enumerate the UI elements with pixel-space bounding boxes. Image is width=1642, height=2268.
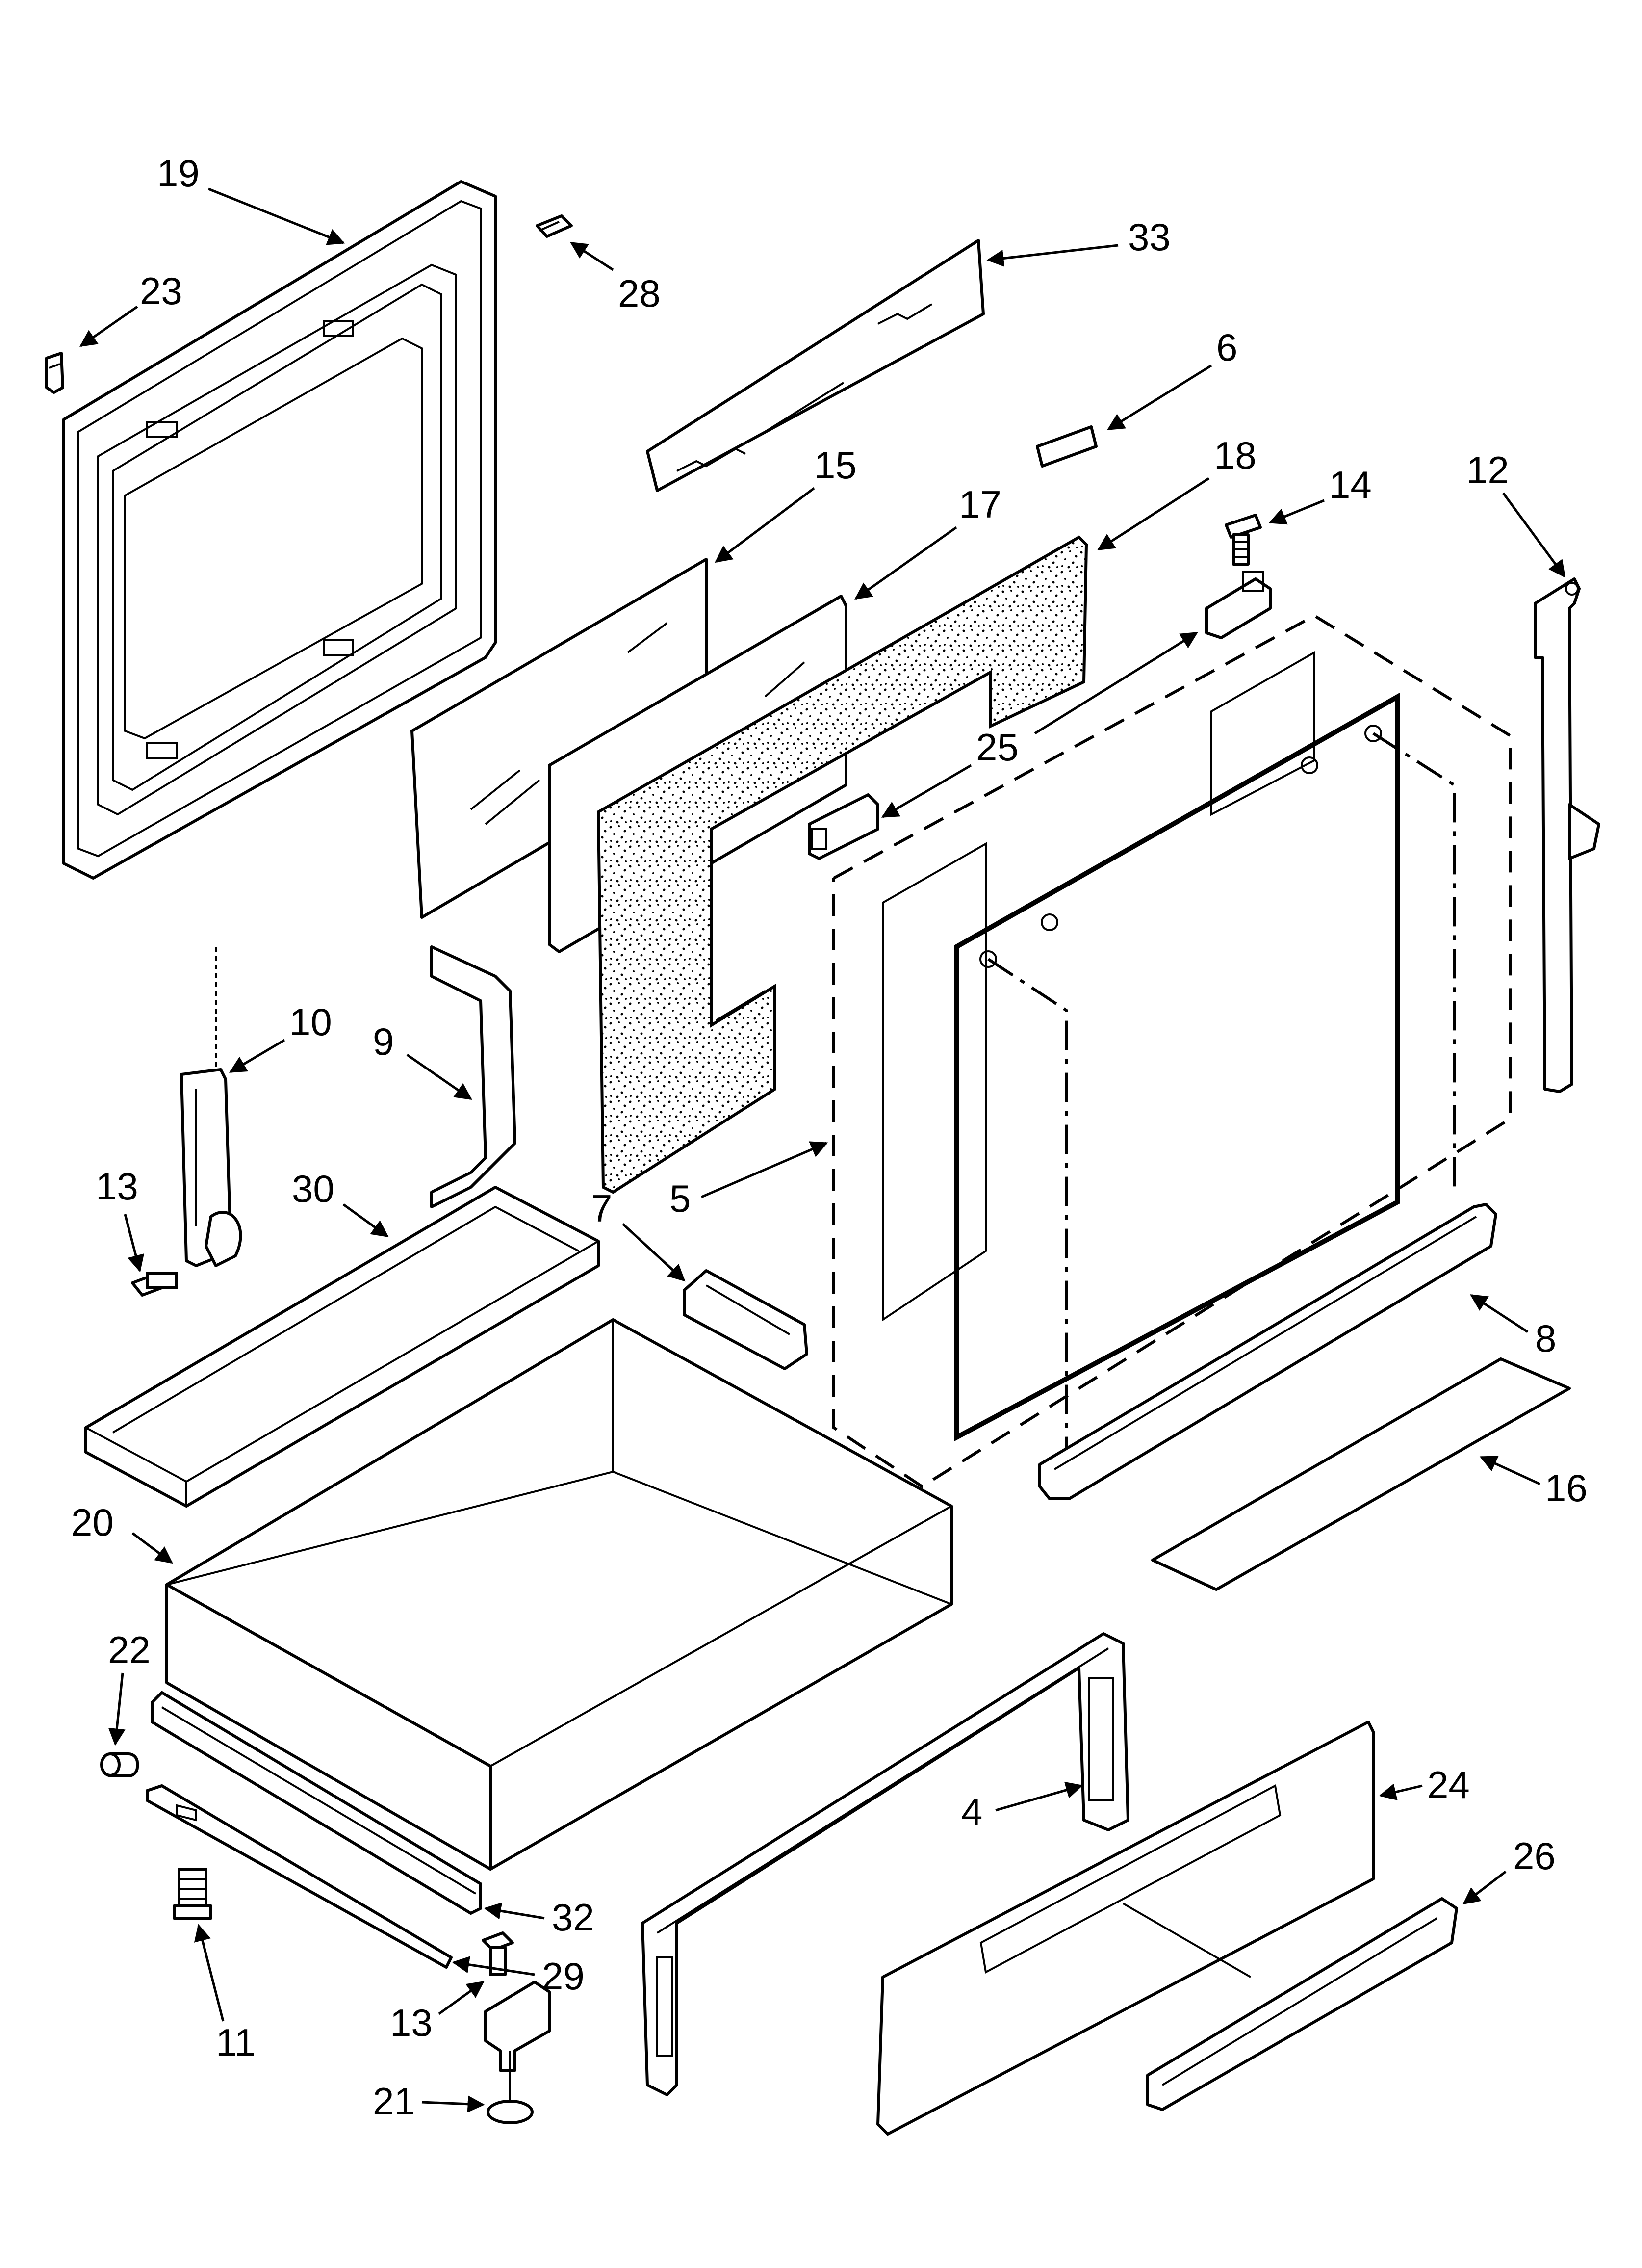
callout-label-6: 6 xyxy=(1216,326,1237,369)
callout-label-29: 29 xyxy=(542,1955,585,1998)
callout-label-10: 10 xyxy=(289,1000,332,1043)
hinge-bracket-upper xyxy=(1205,571,1272,639)
callout-16: 16 xyxy=(1479,1456,1588,1510)
callout-32: 32 xyxy=(484,1896,594,1939)
callout-label-20: 20 xyxy=(71,1501,114,1544)
callout-5: 5 xyxy=(669,1141,828,1220)
callout-8: 8 xyxy=(1470,1294,1556,1360)
outer-door-frame xyxy=(62,180,497,880)
callout-label-5: 5 xyxy=(669,1177,691,1220)
door-handle-bracket xyxy=(430,945,516,1208)
callout-12: 12 xyxy=(1466,448,1566,578)
bumper-pad xyxy=(1036,425,1098,468)
hinge-screw xyxy=(1225,514,1262,566)
callout-label-25: 25 xyxy=(976,726,1019,769)
callout-label-24: 24 xyxy=(1427,1763,1470,1806)
callout-label-28: 28 xyxy=(618,272,661,315)
leveling-leg xyxy=(173,1868,212,1920)
callout-label-33: 33 xyxy=(1128,215,1171,259)
vent-panel xyxy=(646,239,985,492)
callout-6: 6 xyxy=(1107,326,1237,431)
callout-30: 30 xyxy=(292,1167,389,1238)
leveler-foot xyxy=(484,1981,551,2124)
callout-15: 15 xyxy=(715,443,857,563)
small-bracket xyxy=(683,1269,808,1370)
oven-liner-dashed-outline xyxy=(832,614,1512,1488)
lower-frame xyxy=(641,1632,1129,2096)
drawer-front xyxy=(876,1721,1375,2136)
callout-label-15: 15 xyxy=(814,443,857,487)
callout-label-22: 22 xyxy=(108,1628,151,1671)
drawer-roller xyxy=(100,1752,139,1777)
back-panel-left-strip xyxy=(882,842,987,1322)
callout-label-16: 16 xyxy=(1545,1466,1588,1510)
callout-13-lower: 13 xyxy=(390,1981,485,2044)
callout-label-32: 32 xyxy=(552,1896,594,1939)
callout-19: 19 xyxy=(157,152,345,245)
callout-label-13-upper: 13 xyxy=(96,1165,138,1208)
callout-4: 4 xyxy=(961,1781,1083,1833)
door-clip xyxy=(45,352,64,394)
callout-label-11: 11 xyxy=(216,2021,256,2064)
small-clip xyxy=(536,214,573,238)
callout-10: 10 xyxy=(229,1000,332,1073)
door-bottom-trim xyxy=(1038,1203,1497,1500)
door-insulation xyxy=(596,535,1088,1194)
callout-label-12: 12 xyxy=(1466,448,1509,492)
callout-18: 18 xyxy=(1097,434,1257,551)
callout-label-17: 17 xyxy=(959,483,1001,526)
callouts: 19 23 28 33 6 15 17 18 xyxy=(71,152,1588,2123)
callout-label-23: 23 xyxy=(140,269,182,313)
callout-24: 24 xyxy=(1379,1763,1470,1806)
drawer-slide xyxy=(146,1784,453,1969)
callout-33: 33 xyxy=(986,215,1171,267)
assembly-reference-lines xyxy=(987,732,1456,1486)
callout-label-21: 21 xyxy=(373,2080,415,2123)
callout-9: 9 xyxy=(373,1020,472,1100)
door-hinge xyxy=(180,947,242,1267)
callout-29: 29 xyxy=(452,1955,585,1998)
callout-label-18: 18 xyxy=(1214,434,1257,477)
callout-label-14: 14 xyxy=(1329,463,1372,506)
callout-25: 25 xyxy=(881,631,1198,818)
callout-label-19: 19 xyxy=(157,152,200,195)
callout-20: 20 xyxy=(71,1501,173,1564)
callout-label-7: 7 xyxy=(591,1187,612,1230)
screw-upper xyxy=(131,1272,178,1297)
callout-21: 21 xyxy=(373,2080,485,2123)
side-rail xyxy=(1534,577,1600,1093)
callout-label-4: 4 xyxy=(961,1790,982,1833)
callout-14: 14 xyxy=(1268,463,1372,525)
callout-label-8: 8 xyxy=(1535,1317,1556,1360)
drawer-tray xyxy=(84,1186,600,1508)
callout-label-9: 9 xyxy=(373,1020,394,1063)
callout-label-30: 30 xyxy=(292,1167,334,1210)
callout-23: 23 xyxy=(79,269,182,347)
callout-22: 22 xyxy=(108,1628,151,1746)
drawer-rail xyxy=(151,1691,482,1915)
callout-label-13-lower: 13 xyxy=(390,2001,433,2044)
drawer-handle xyxy=(1146,1897,1458,2111)
hinge-bracket-lower xyxy=(808,793,879,860)
callout-28: 28 xyxy=(570,241,661,315)
callout-7: 7 xyxy=(591,1187,686,1282)
lower-panel xyxy=(1151,1357,1571,1591)
back-panel-upper-strip xyxy=(1210,651,1315,816)
door-inner-panel xyxy=(954,692,1400,1442)
drawer-box xyxy=(165,1318,953,1871)
callout-11: 11 xyxy=(194,1924,256,2064)
callout-label-26: 26 xyxy=(1513,1834,1556,1877)
callout-13-upper: 13 xyxy=(96,1165,144,1273)
callout-26: 26 xyxy=(1462,1834,1556,1905)
callout-17: 17 xyxy=(854,483,1001,600)
